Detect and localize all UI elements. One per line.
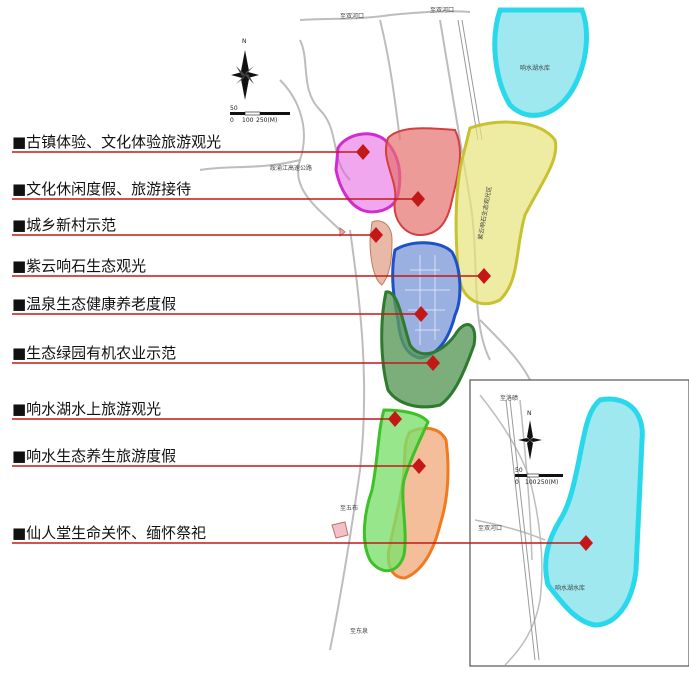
svg-text:250(M): 250(M) <box>537 479 558 486</box>
svg-text:0: 0 <box>515 479 519 486</box>
top-road-left: 至双河口 <box>340 12 364 20</box>
zone-lime <box>362 408 430 573</box>
marker-icon-4 <box>477 268 491 284</box>
zone-label-3: ■城乡新村示范 <box>12 216 116 234</box>
lake-top-label: 响水湖水库 <box>520 64 550 72</box>
inset-map: 响水湖水库 至洛碛 至双河口 N 50 0 100 250(M) <box>469 379 689 667</box>
zone-label-4: ■紫云响石生态观光 <box>12 257 146 275</box>
marker-icon-7 <box>388 411 402 427</box>
marker-icon-1 <box>356 144 370 160</box>
inset-lake-label: 响水湖水库 <box>555 584 585 592</box>
zone-label-6: ■生态绿园有机农业示范 <box>12 344 176 362</box>
inset-top-label: 至洛碛 <box>500 394 518 402</box>
svg-text:250(M): 250(M) <box>256 117 277 124</box>
zone-label-7: ■响水湖水上旅游观光 <box>12 400 161 418</box>
zone-red <box>385 127 461 237</box>
marker-icon-3 <box>369 227 383 243</box>
inset-scale-bar: 50 0 100 250(M) <box>515 467 563 486</box>
svg-text:100: 100 <box>525 479 537 486</box>
south-west-label: 至五布 <box>340 504 358 512</box>
svg-text:50: 50 <box>230 105 238 112</box>
zone-label-1: ■古镇体验、文化体验旅游观光 <box>12 133 221 151</box>
inset-lake <box>543 396 645 628</box>
svg-text:N: N <box>527 410 532 417</box>
compass-north: N <box>242 38 247 45</box>
zone-label-8: ■响水生态养生旅游度假 <box>12 447 176 465</box>
zone-label-2: ■文化休闲度假、旅游接待 <box>12 180 191 198</box>
marker-icon-6 <box>426 355 440 371</box>
zones <box>334 120 558 580</box>
markers <box>356 144 593 551</box>
south-label: 至东泉 <box>350 627 368 635</box>
marker-icon-5 <box>414 306 428 322</box>
svg-text:100: 100 <box>242 117 254 124</box>
marker-icon-8 <box>412 458 426 474</box>
lake-top <box>492 7 589 118</box>
inset-compass-rose-icon: N <box>518 410 542 460</box>
leader-lines <box>12 151 586 544</box>
zone-labels: ■古镇体验、文化体验旅游观光 ■文化休闲度假、旅游接待 ■城乡新村示范 ■紫云响… <box>12 133 221 542</box>
zone-label-5: ■温泉生态健康养老度假 <box>12 295 176 313</box>
inset-road-label: 至双河口 <box>478 524 502 532</box>
compass-rose-icon: N <box>231 38 259 100</box>
marker-icon-9 <box>579 535 593 551</box>
zone-green <box>380 290 477 409</box>
scale-bar: 50 0 100 250(M) <box>230 105 290 124</box>
highway-label: 绥渝江高速公路 <box>270 164 312 172</box>
patch-1 <box>339 226 346 238</box>
marker-icon-2 <box>411 191 425 207</box>
road-network <box>199 10 531 651</box>
zone-yellow <box>454 120 558 306</box>
svg-text:50: 50 <box>515 467 523 474</box>
zone-label-9: ■仙人堂生命关怀、缅怀祭祀 <box>12 524 206 542</box>
svg-text:0: 0 <box>230 117 234 124</box>
patch-2 <box>331 521 349 539</box>
top-road-right: 至双河口 <box>430 6 454 14</box>
